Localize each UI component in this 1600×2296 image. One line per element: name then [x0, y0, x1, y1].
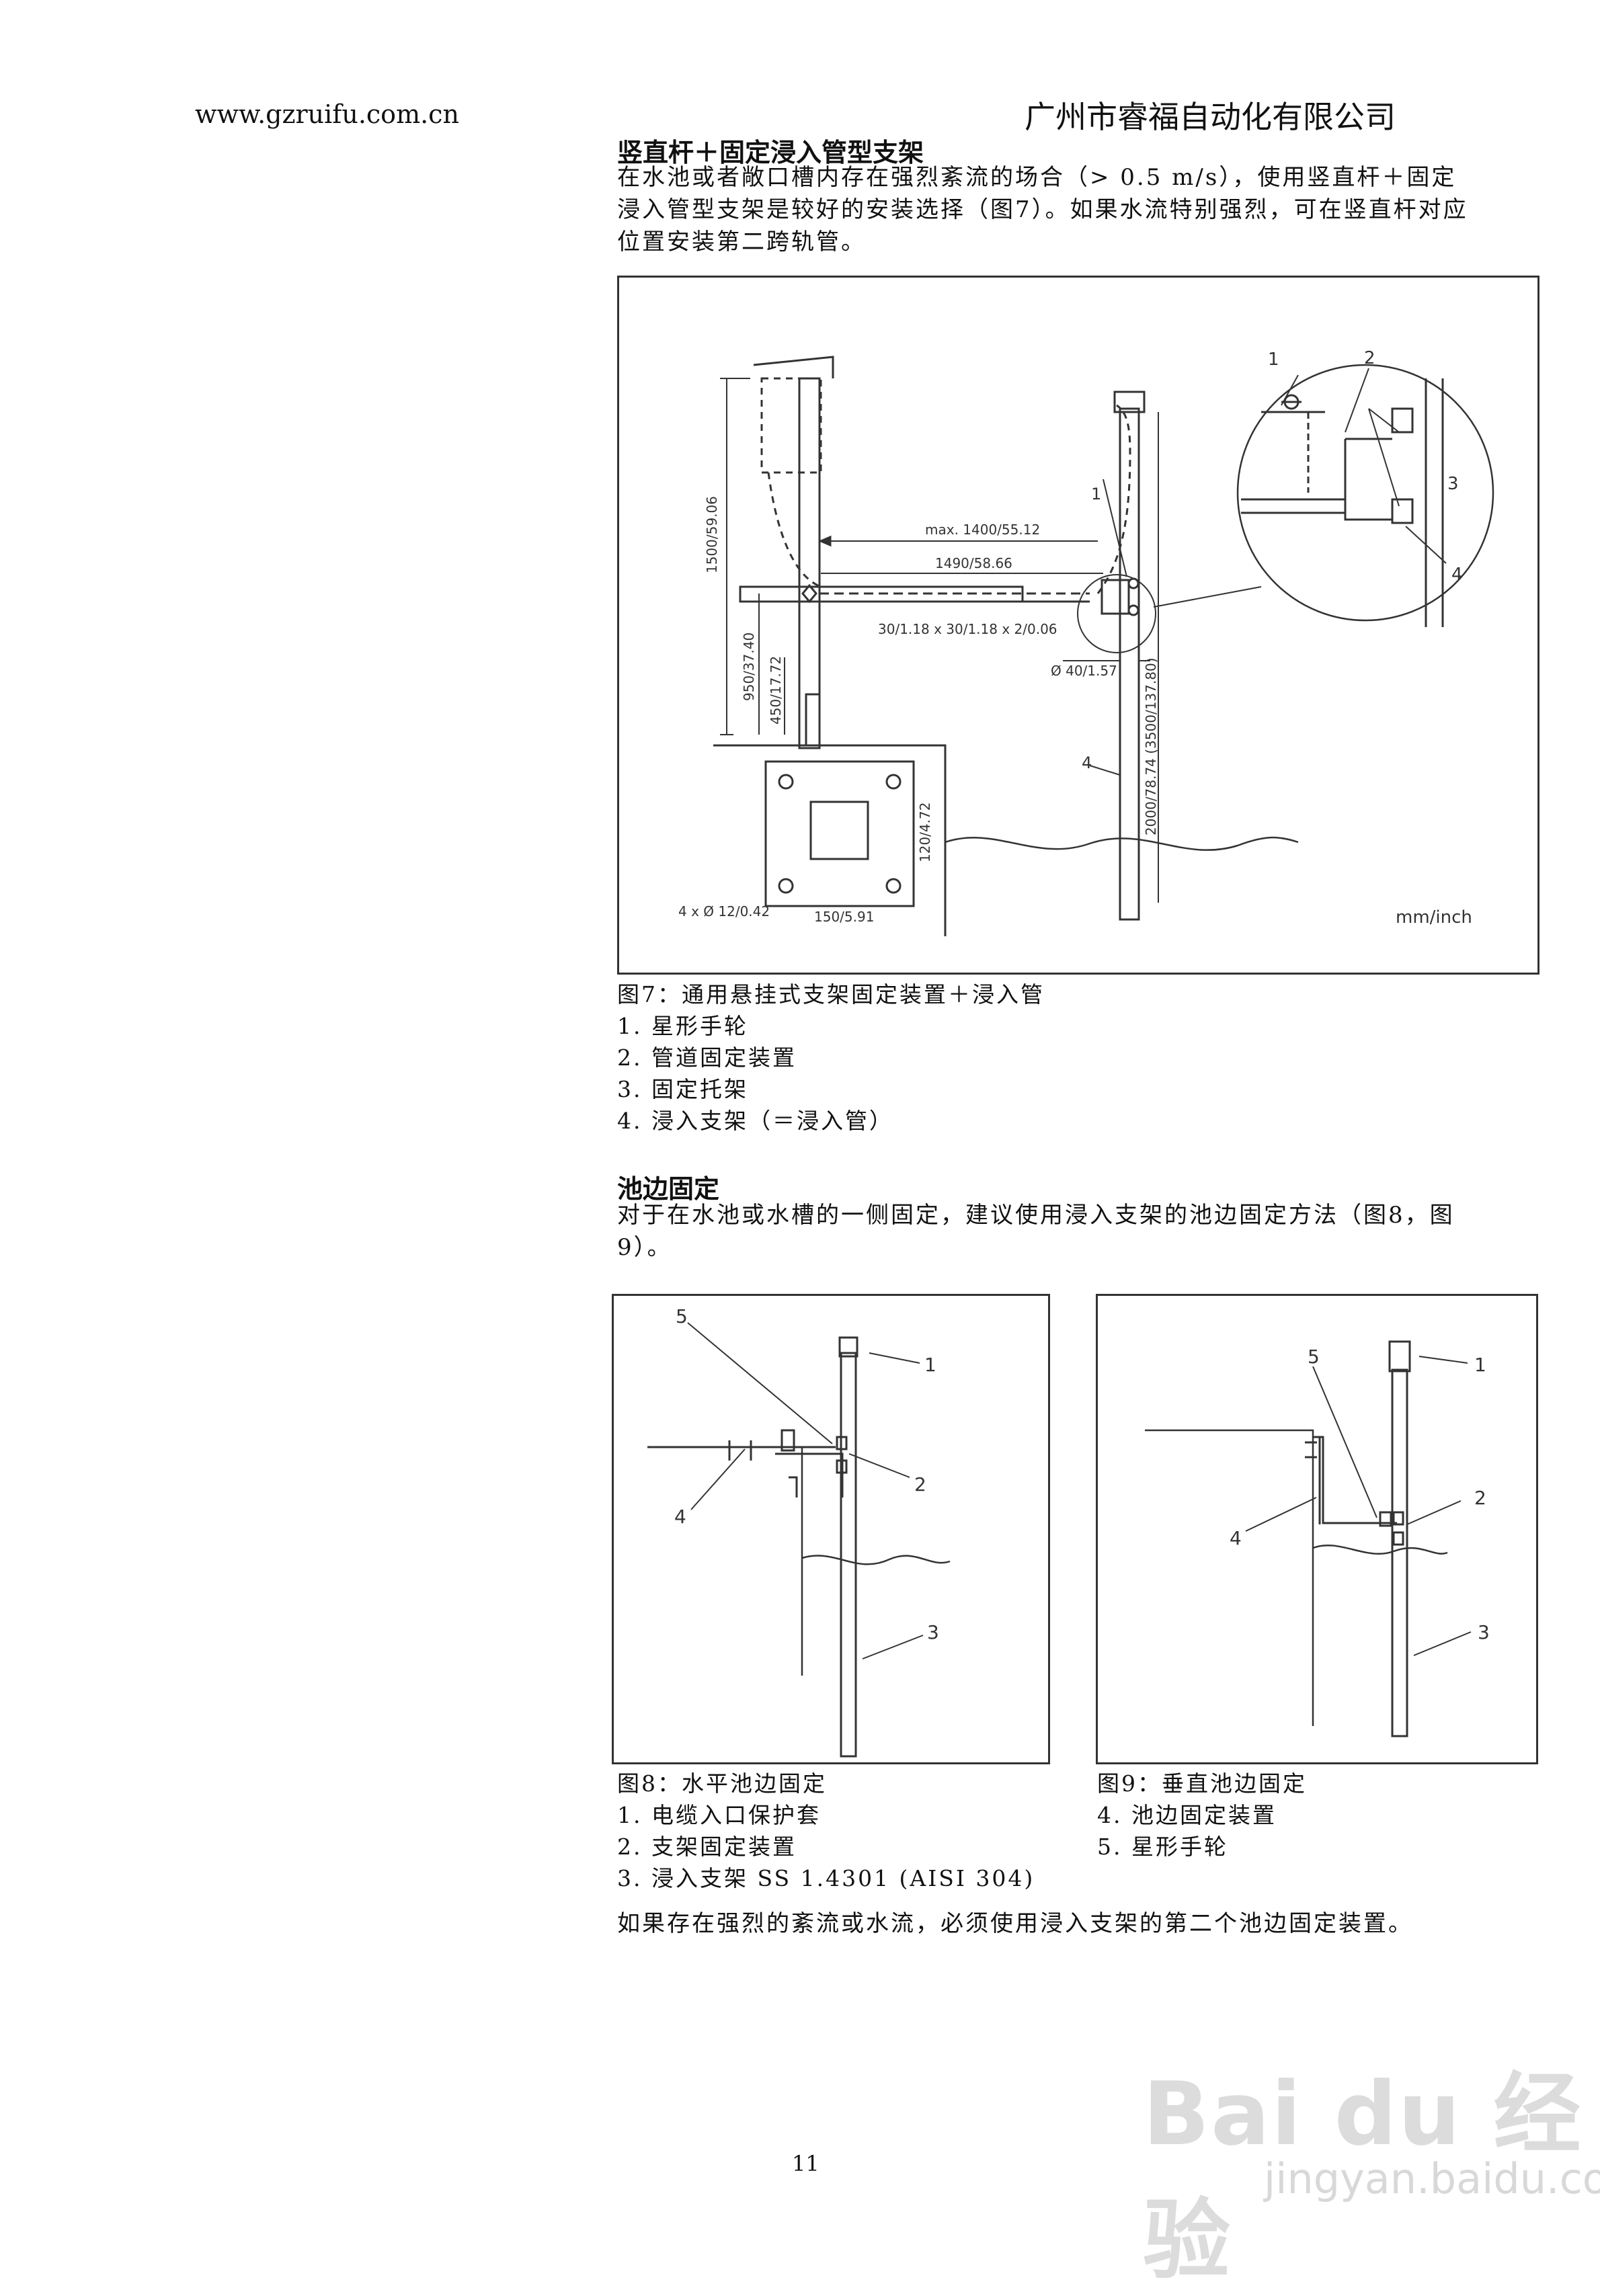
fig7-dim-1490: 1490/58.66	[935, 555, 1012, 571]
figure-9-legend-item: 4. 池边固定装置	[1097, 1802, 1277, 1828]
fig7-dim-4x: 4 x Ø 12/0.42	[678, 903, 770, 919]
fig8-label-1: 1	[924, 1354, 936, 1376]
figure-8: 5 1 2 4 3	[612, 1294, 1050, 1764]
fig9-label-2: 2	[1474, 1487, 1486, 1509]
figure-8-caption-block: 图8：水平池边固定 1. 电缆入口保护套 2. 支架固定装置 3. 浸入支架 S…	[617, 1768, 1035, 1894]
figure-7-drawing: 1 2 3 4 1 4 1500/59.06 950/37.40 450/17.…	[678, 348, 1494, 936]
figure-8-drawing: 5 1 2 4 3	[647, 1305, 951, 1758]
fig7-dim-120: 120/4.72	[917, 803, 933, 862]
section-title-pool-edge: 池边固定	[617, 1174, 720, 1204]
fig7-dim-1500: 1500/59.06	[704, 496, 720, 573]
figure-7-legend-item: 1. 星形手轮	[617, 1013, 748, 1039]
fig9-label-5: 5	[1308, 1346, 1320, 1368]
fig9-label-3: 3	[1478, 1621, 1490, 1643]
header-company: 广州市睿福自动化有限公司	[1025, 99, 1396, 135]
figure-7-legend-item: 4. 浸入支架（＝浸入管）	[617, 1108, 893, 1134]
figure-9-legend-item: 5. 星形手轮	[1097, 1834, 1228, 1860]
figure-9-caption: 图9：垂直池边固定	[1097, 1770, 1307, 1797]
fig8-label-5: 5	[676, 1305, 688, 1327]
section-paragraph-pool-edge: 对于在水池或水槽的一侧固定，建议使用浸入支架的池边固定方法（图8，图 9）。	[617, 1199, 1455, 1264]
paragraph-line: 对于在水池或水槽的一侧固定，建议使用浸入支架的池边固定方法（图8，图	[617, 1202, 1455, 1229]
section-title-vertical-pole: 竖直杆＋固定浸入管型支架	[617, 138, 924, 167]
fig8-label-4: 4	[674, 1506, 686, 1528]
section-paragraph-vertical-pole: 在水池或者敞口槽内存在强烈紊流的场合（> 0.5 m/s），使用竖直杆＋固定 浸…	[617, 161, 1468, 258]
fig7-dim-d40: Ø 40/1.57	[1051, 663, 1117, 679]
closing-paragraph: 如果存在强烈的紊流或水流，必须使用浸入支架的第二个池边固定装置。	[617, 1910, 1413, 1937]
figure-8-legend-item: 3. 浸入支架 SS 1.4301 (AISI 304)	[617, 1865, 1035, 1891]
paragraph-line: 在水池或者敞口槽内存在强烈紊流的场合（> 0.5 m/s），使用竖直杆＋固定	[617, 164, 1457, 191]
fig7-label-1: 1	[1268, 350, 1279, 370]
fig7-dim-max1400: max. 1400/55.12	[925, 522, 1040, 538]
figure-8-caption: 图8：水平池边固定	[617, 1770, 827, 1797]
figure-7: 1 2 3 4 1 4 1500/59.06 950/37.40 450/17.…	[617, 276, 1539, 975]
fig8-label-3: 3	[927, 1621, 939, 1643]
figure-7-caption-block: 图7：通用悬挂式支架固定装置＋浸入管 1. 星形手轮 2. 管道固定装置 3. …	[617, 979, 1045, 1137]
fig7-dim-450: 450/17.72	[768, 656, 784, 725]
figure-9-caption-block: 图9：垂直池边固定 4. 池边固定装置 5. 星形手轮	[1097, 1768, 1307, 1862]
fig7-label-4: 4	[1451, 565, 1463, 585]
figure-7-legend-item: 3. 固定托架	[617, 1076, 748, 1102]
fig7-label-4b: 4	[1082, 753, 1092, 772]
figure-8-legend-item: 1. 电缆入口保护套	[617, 1802, 821, 1828]
fig7-units: mm/inch	[1396, 907, 1472, 928]
fig8-label-2: 2	[914, 1473, 926, 1495]
header-url: www.gzruifu.com.cn	[195, 99, 459, 129]
fig7-label-3: 3	[1447, 474, 1459, 494]
paragraph-line: 位置安装第二跨轨管。	[617, 229, 866, 255]
page-number: 11	[792, 2151, 819, 2176]
fig9-label-4: 4	[1230, 1527, 1242, 1549]
fig7-dim-30: 30/1.18 x 30/1.18 x 2/0.06	[878, 621, 1057, 637]
figure-7-caption: 图7：通用悬挂式支架固定装置＋浸入管	[617, 981, 1045, 1008]
fig9-label-1: 1	[1474, 1354, 1486, 1376]
baidu-jingyan-watermark-url: jingyan.baidu.com	[1264, 2154, 1600, 2203]
paragraph-line: 9）。	[617, 1234, 672, 1261]
fig7-dim-2000: 2000/78.74 (3500/137.80)	[1143, 658, 1159, 835]
fig7-label-1b: 1	[1091, 485, 1101, 503]
figure-9: 5 1 2 4 3	[1096, 1294, 1538, 1764]
fig7-dim-950: 950/37.40	[741, 632, 757, 701]
figure-7-legend-item: 2. 管道固定装置	[617, 1044, 797, 1071]
paragraph-line: 浸入管型支架是较好的安装选择（图7）。如果水流特别强烈，可在竖直杆对应	[617, 196, 1468, 223]
fig7-dim-150: 150/5.91	[814, 909, 874, 925]
figure-8-legend-item: 2. 支架固定装置	[617, 1834, 797, 1860]
figure-9-drawing: 5 1 2 4 3	[1145, 1340, 1490, 1737]
fig7-label-2: 2	[1364, 348, 1375, 368]
